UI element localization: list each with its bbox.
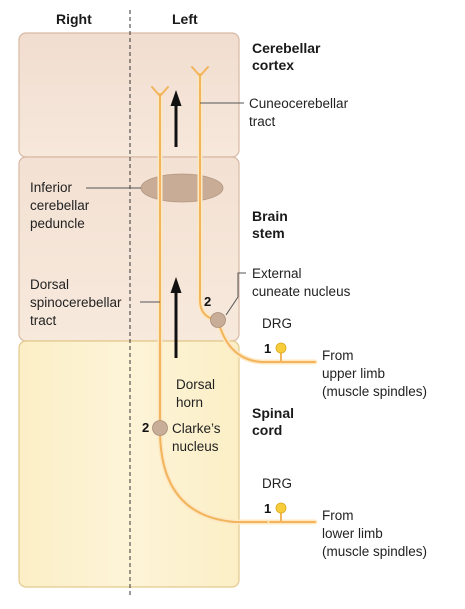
svg-text:nucleus: nucleus <box>172 439 219 454</box>
svg-text:(muscle spindles): (muscle spindles) <box>322 384 427 399</box>
svg-text:cerebellar: cerebellar <box>30 198 90 213</box>
label-drg-upper: DRG <box>262 316 292 331</box>
svg-text:cuneate nucleus: cuneate nucleus <box>252 284 351 299</box>
drg-lower-neuron <box>275 502 287 514</box>
svg-text:Dorsal: Dorsal <box>176 377 215 392</box>
number-2-cuneate: 2 <box>204 294 211 309</box>
svg-text:Dorsal: Dorsal <box>30 277 69 292</box>
svg-text:peduncle: peduncle <box>30 216 85 231</box>
svg-text:tract: tract <box>249 114 276 129</box>
svg-text:Clarke’s: Clarke’s <box>172 421 221 436</box>
svg-text:spinocerebellar: spinocerebellar <box>30 295 122 310</box>
svg-text:stem: stem <box>252 225 285 241</box>
label-dorsal-horn: Dorsal horn <box>176 377 215 410</box>
inferior-cerebellar-peduncle <box>140 173 224 203</box>
svg-text:From: From <box>322 348 354 363</box>
label-from-upper-limb: From upper limb (muscle spindles) <box>322 348 427 399</box>
ascending-arrow-lower <box>170 277 182 358</box>
cerebellar-cortex-block <box>18 32 240 158</box>
dorsal-spinocerebellar-tract <box>151 86 273 525</box>
region-brain-stem: Brain stem <box>252 208 288 241</box>
svg-text:From: From <box>322 508 354 523</box>
label-from-lower-limb: From lower limb (muscle spindles) <box>322 508 427 559</box>
external-cuneate-nucleus <box>210 312 226 328</box>
label-drg-lower: DRG <box>262 476 292 491</box>
region-spinal-cord: Spinal cord <box>252 405 294 438</box>
number-1-lower: 1 <box>264 501 271 516</box>
svg-text:Brain: Brain <box>252 208 288 224</box>
leader-external-cuneate <box>225 272 246 316</box>
header-right: Right <box>56 11 92 27</box>
svg-text:cortex: cortex <box>252 57 294 73</box>
svg-text:horn: horn <box>176 395 203 410</box>
svg-text:cord: cord <box>252 422 282 438</box>
svg-text:External: External <box>252 266 302 281</box>
svg-text:upper limb: upper limb <box>322 366 385 381</box>
header-left: Left <box>172 11 198 27</box>
clarkes-nucleus <box>152 420 168 436</box>
label-external-cuneate-nucleus: External cuneate nucleus <box>252 266 351 299</box>
ascending-arrow-upper <box>170 90 182 147</box>
label-inferior-cerebellar-peduncle: Inferior cerebellar peduncle <box>30 180 90 231</box>
number-2-clarke: 2 <box>142 420 149 435</box>
number-1-upper: 1 <box>264 341 271 356</box>
svg-text:Spinal: Spinal <box>252 405 294 421</box>
svg-text:lower limb: lower limb <box>322 526 383 541</box>
label-cuneocerebellar-tract: Cuneocerebellar tract <box>249 96 349 129</box>
spinal-cord-block <box>18 340 240 588</box>
label-clarkes-nucleus: Clarke’s nucleus <box>172 421 221 454</box>
svg-text:Cerebellar: Cerebellar <box>252 40 321 56</box>
region-cerebellar-cortex: Cerebellar cortex <box>252 40 321 73</box>
drg-upper-neuron <box>275 342 287 354</box>
svg-text:Inferior: Inferior <box>30 180 73 195</box>
label-dorsal-spinocerebellar-tract: Dorsal spinocerebellar tract <box>30 277 122 328</box>
svg-text:tract: tract <box>30 313 57 328</box>
svg-text:(muscle spindles): (muscle spindles) <box>322 544 427 559</box>
svg-text:Cuneocerebellar: Cuneocerebellar <box>249 96 349 111</box>
